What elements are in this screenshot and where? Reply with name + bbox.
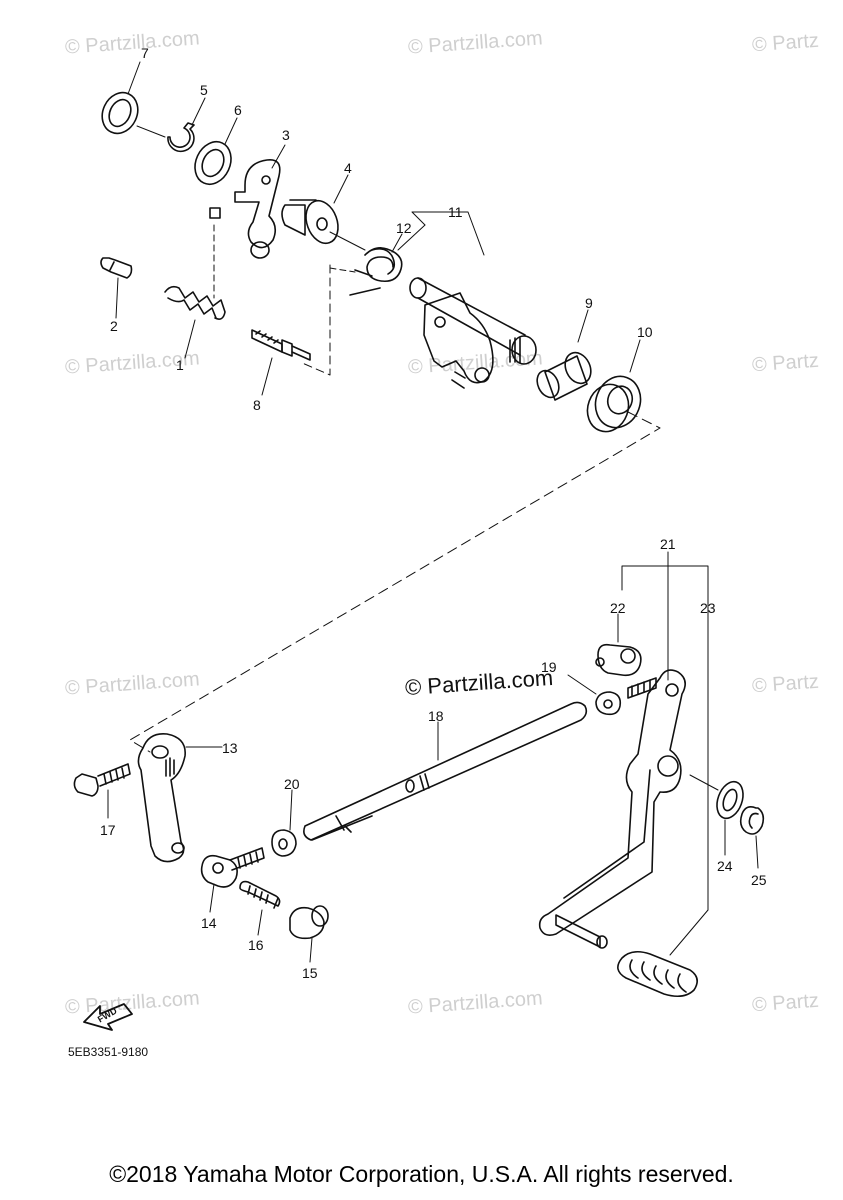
callout-22: 22 bbox=[610, 600, 626, 616]
callout-4: 4 bbox=[344, 160, 352, 176]
callout-23: 23 bbox=[700, 600, 716, 616]
part-1-spring bbox=[164, 285, 226, 320]
part-12-spring bbox=[349, 247, 403, 296]
callout-10: 10 bbox=[637, 324, 653, 340]
callout-2: 2 bbox=[110, 318, 118, 334]
part-15-cover bbox=[289, 905, 329, 940]
callout-13: 13 bbox=[222, 740, 238, 756]
callout-16: 16 bbox=[248, 937, 264, 953]
callout-5: 5 bbox=[200, 82, 208, 98]
part-3-stopper-lever bbox=[209, 159, 281, 259]
part-2-pin bbox=[100, 257, 133, 279]
callout-24: 24 bbox=[717, 858, 733, 874]
part-11-shift-shaft bbox=[409, 277, 537, 389]
part-22-joint bbox=[595, 643, 642, 677]
part-23-rubber bbox=[617, 950, 698, 998]
callout-18: 18 bbox=[428, 708, 444, 724]
part-18-shift-rod bbox=[303, 701, 588, 841]
part-19-nut bbox=[595, 691, 622, 716]
callout-17: 17 bbox=[100, 822, 116, 838]
part-14-joint bbox=[200, 847, 265, 888]
part-25-circlip bbox=[739, 806, 765, 835]
callout-3: 3 bbox=[282, 127, 290, 143]
callout-25: 25 bbox=[751, 872, 767, 888]
callout-7: 7 bbox=[141, 45, 149, 61]
callout-20: 20 bbox=[284, 776, 300, 792]
callout-19: 19 bbox=[541, 659, 557, 675]
part-24-washer bbox=[716, 780, 744, 820]
part-7-washer bbox=[101, 91, 139, 135]
part-16-bolt bbox=[239, 880, 281, 909]
part-10-oil-seal bbox=[586, 375, 642, 433]
callout-14: 14 bbox=[201, 915, 217, 931]
part-21-bolt bbox=[627, 677, 657, 699]
part-20-nut bbox=[271, 829, 297, 857]
fwd-arrow-icon bbox=[83, 1003, 133, 1031]
part-9-collar bbox=[536, 351, 592, 401]
copyright-notice: ©2018 Yamaha Motor Corporation, U.S.A. A… bbox=[109, 1161, 734, 1187]
part-21-pedal-peg bbox=[555, 914, 608, 949]
diagram-code: 5EB3351-9180 bbox=[68, 1045, 149, 1059]
callout-12: 12 bbox=[396, 220, 412, 236]
part-8-stud-bolt bbox=[251, 329, 311, 361]
part-4-collar bbox=[281, 199, 339, 245]
callout-1: 1 bbox=[176, 357, 184, 373]
callout-15: 15 bbox=[302, 965, 318, 981]
part-21-shift-pedal bbox=[538, 669, 686, 936]
part-17-bolt bbox=[73, 763, 131, 797]
callout-11: 11 bbox=[448, 204, 463, 220]
callout-21: 21 bbox=[660, 536, 676, 552]
callout-8: 8 bbox=[253, 397, 261, 413]
part-6-washer bbox=[194, 141, 232, 185]
part-5-circlip bbox=[167, 122, 195, 153]
callout-9: 9 bbox=[585, 295, 593, 311]
callout-6: 6 bbox=[234, 102, 242, 118]
part-13-shift-arm bbox=[137, 732, 186, 863]
